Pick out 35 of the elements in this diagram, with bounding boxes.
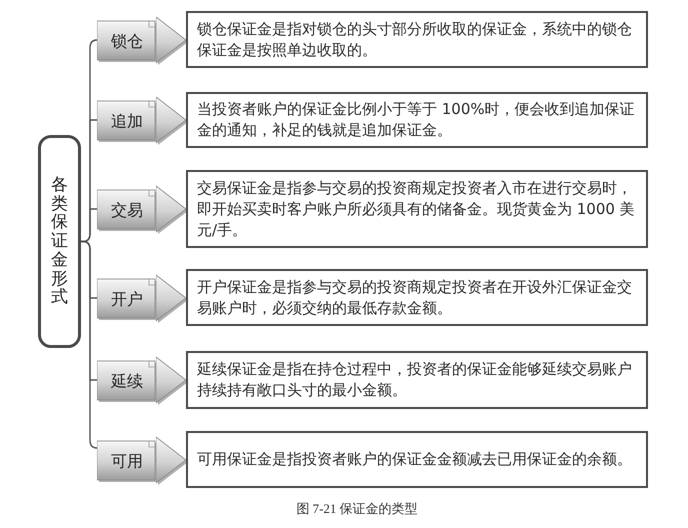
tab-label: 可用 bbox=[111, 451, 143, 471]
description-box bbox=[186, 351, 648, 409]
description-text: 延续保证金是指在持仓过程中，投资者的保证金能够延续交易账户持续持有敞口头寸的最小金额。 bbox=[197, 359, 633, 401]
label-tab bbox=[97, 277, 157, 321]
description-text: 开户保证金是指参与交易的投资商规定投资者在开设外汇保证金交易账户时，必须交纳的最低存款金额。 bbox=[197, 276, 633, 318]
description-box bbox=[186, 269, 648, 326]
block-arrow bbox=[154, 274, 188, 324]
rounded-box bbox=[38, 135, 81, 348]
label-tab bbox=[97, 359, 157, 403]
label-tab bbox=[97, 188, 157, 232]
tab-label: 延续 bbox=[111, 371, 143, 391]
tab-label: 追加 bbox=[111, 111, 143, 131]
description-box bbox=[186, 92, 648, 148]
description-text: 锁仓保证金是指对锁仓的头寸部分所收取的保证金，系统中的锁仓保证金是按照单边收取的。 bbox=[197, 18, 633, 60]
description-box bbox=[186, 11, 648, 68]
tab-label: 锁仓 bbox=[111, 31, 143, 51]
block-arrow bbox=[154, 356, 188, 406]
description-text: 当投资者账户的保证金比例小于等于 100%时，便会收到追加保证金的通知，补足的钱就是追加保证金。 bbox=[197, 99, 636, 141]
description-text: 可用保证金是指投资者账户的保证金金额减去已用保证金的余额。 bbox=[197, 449, 632, 470]
block-arrow bbox=[154, 96, 188, 146]
block-arrow bbox=[154, 16, 188, 66]
block-arrow bbox=[154, 186, 188, 234]
description-box bbox=[186, 431, 648, 488]
category-heading: 各类保证金形式 bbox=[51, 176, 68, 307]
tab-label: 开户 bbox=[111, 289, 143, 309]
figure-caption: 图 7-21 保证金的类型 bbox=[296, 501, 418, 517]
connector-line bbox=[81, 240, 98, 449]
description-box bbox=[186, 170, 648, 248]
tab-label: 交易 bbox=[111, 200, 143, 220]
description-text: 交易保证金是指参与交易的投资商规定投资者入市在进行交易时，即开始买卖时客户账户所必须具有的储备金。现货黄金为 1000 美元/手。 bbox=[197, 178, 636, 240]
label-tab bbox=[97, 19, 157, 63]
connector-line bbox=[81, 208, 97, 242]
block-arrow bbox=[154, 436, 188, 486]
label-tab bbox=[97, 439, 157, 483]
label-tab bbox=[97, 99, 157, 143]
